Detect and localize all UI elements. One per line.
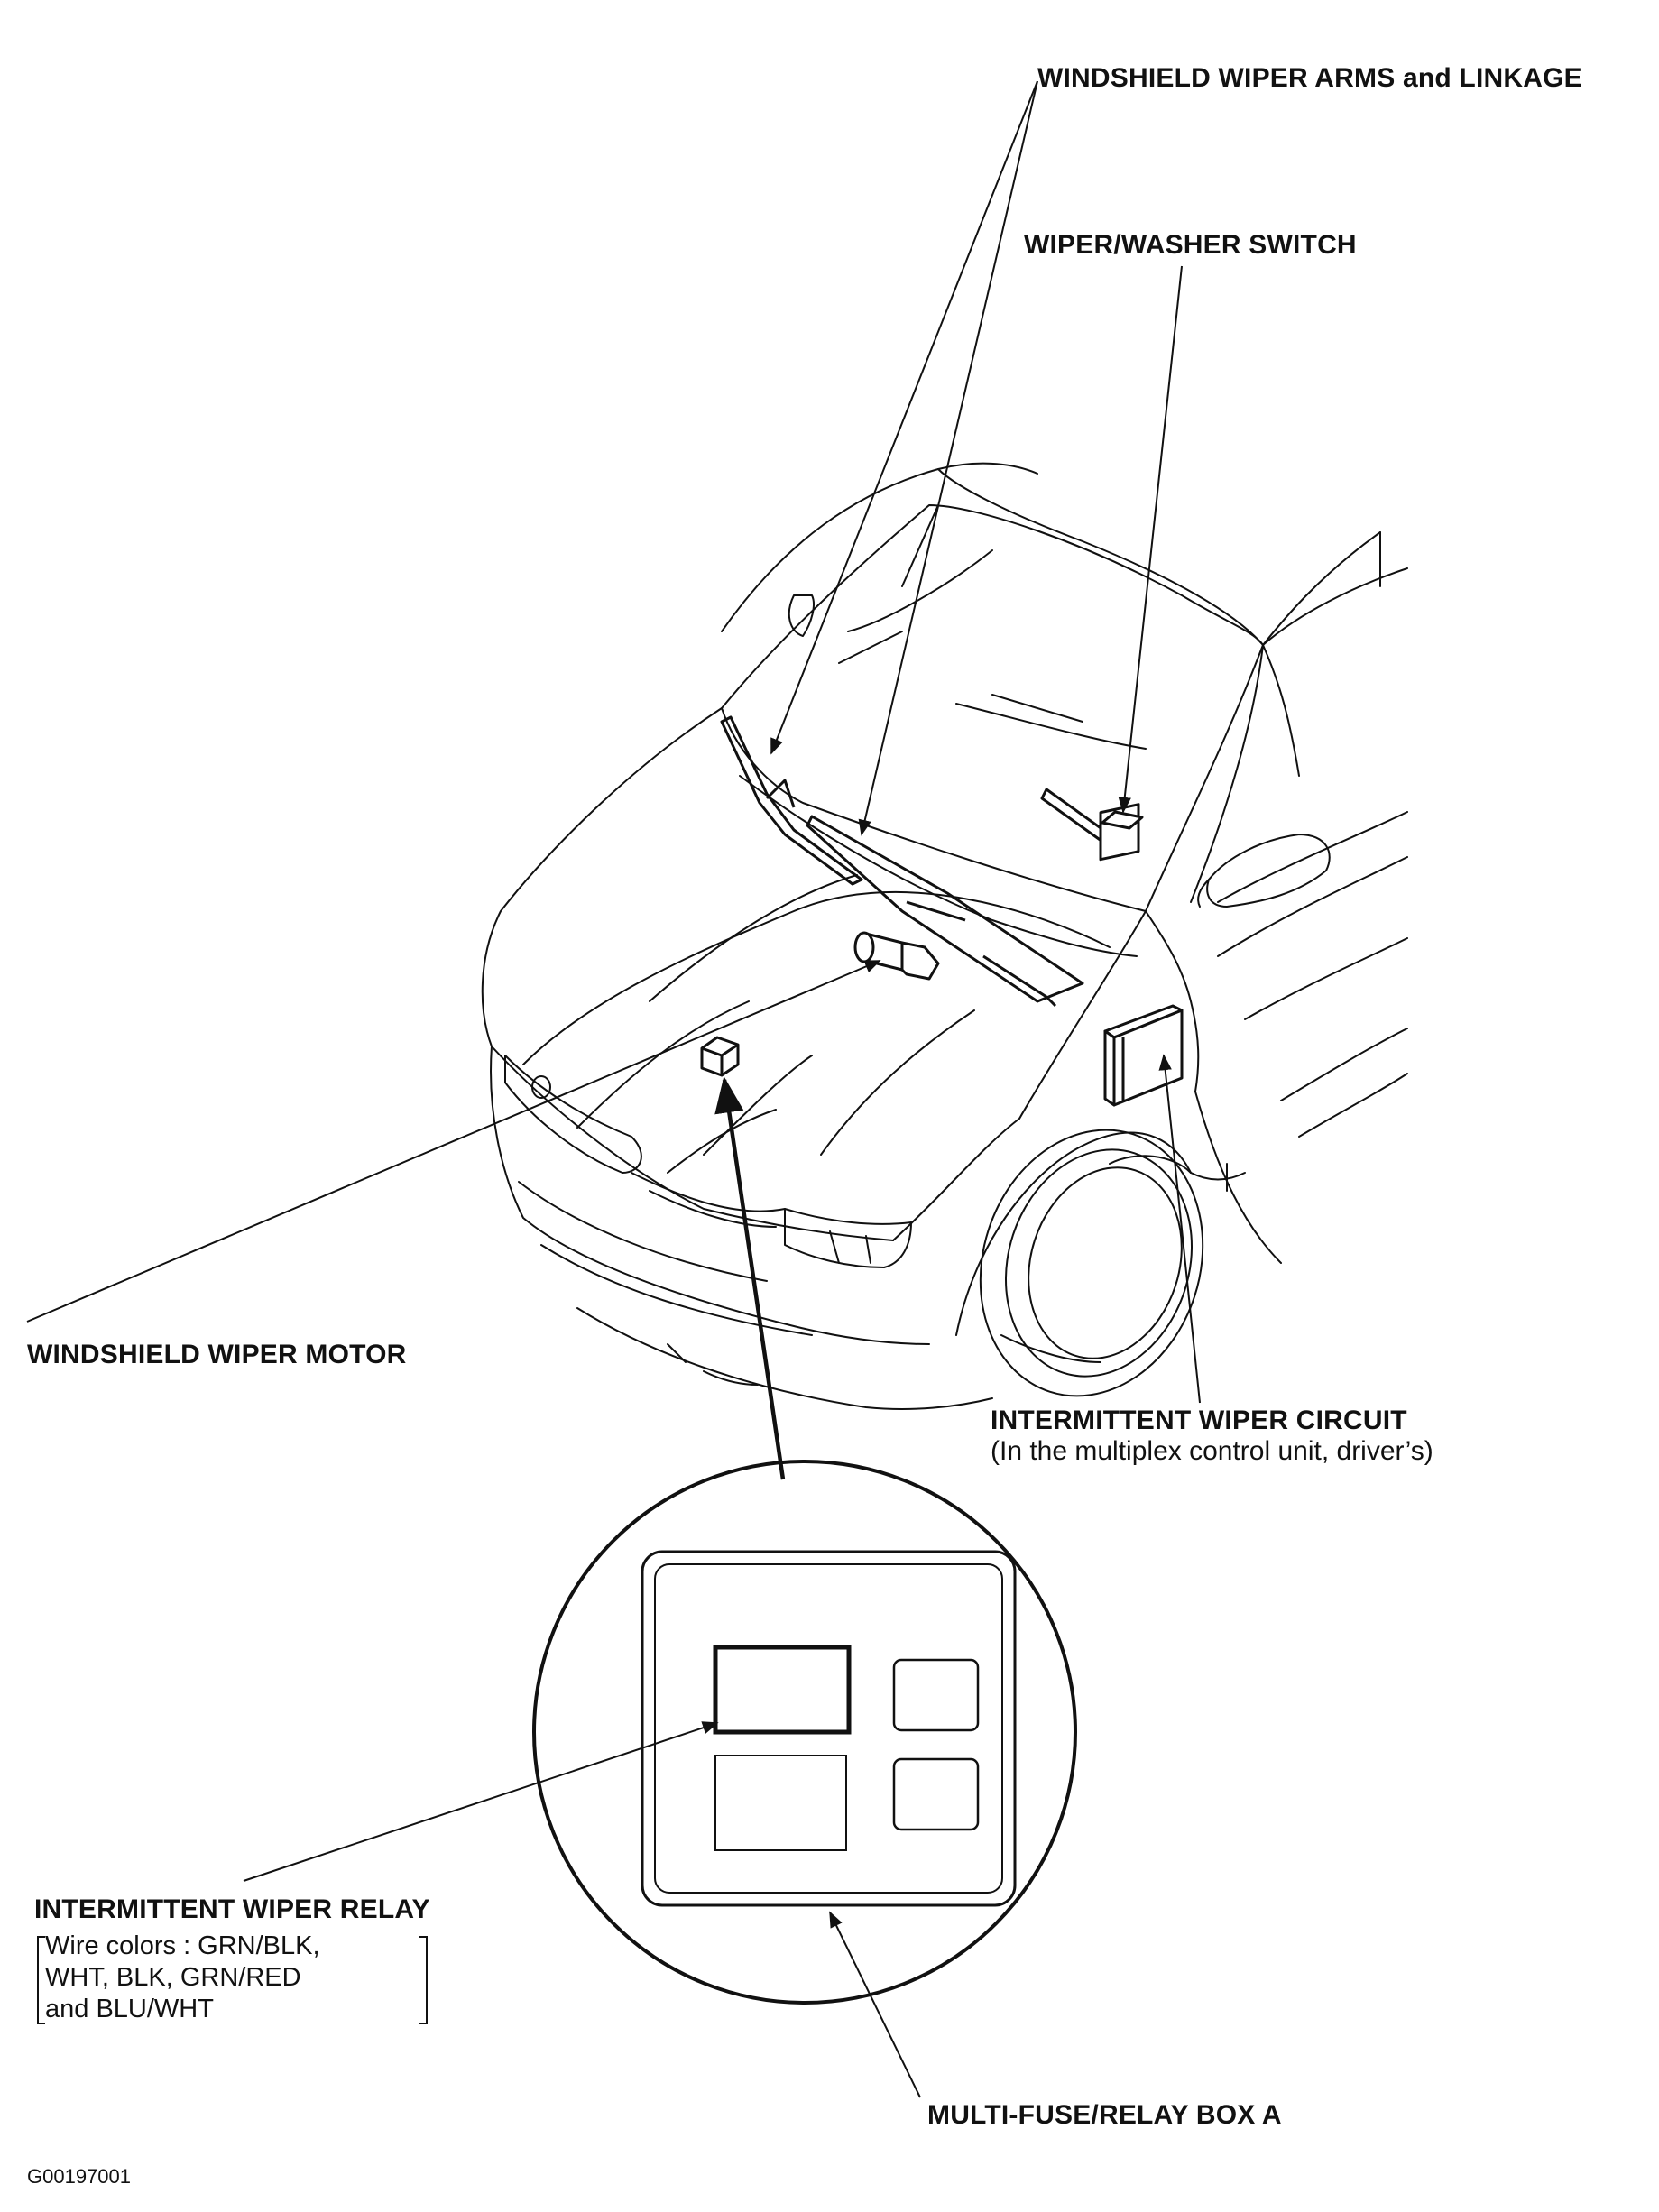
wiper-washer-switch (1040, 788, 1144, 862)
figure-code: G00197001 (27, 2165, 131, 2188)
windshield-wiper-motor (853, 931, 940, 981)
wiper-motor-label: WINDSHIELD WIPER MOTOR (27, 1340, 407, 1369)
relay-leader (243, 1721, 719, 1882)
wiper-arms-linkage (720, 715, 1084, 1008)
relay-wire-colors-3: and BLU/WHT (45, 1995, 214, 2023)
intermittent-wiper-relay (713, 1645, 852, 1735)
multiplex-control-unit (1103, 1004, 1184, 1107)
circuit-leader (1158, 1054, 1201, 1404)
relay-box-location (700, 1036, 740, 1077)
intermittent-circuit-label: INTERMITTENT WIPER CIRCUIT (991, 1406, 1407, 1435)
fuse-box-inset (532, 1460, 1077, 2005)
arms-leader-1 (770, 80, 1038, 755)
intermittent-relay-label: INTERMITTENT WIPER RELAY (34, 1894, 430, 1924)
car-outline (481, 462, 1408, 1410)
washer-switch-label: WIPER/WASHER SWITCH (1024, 230, 1357, 260)
fusebox-leader (829, 1911, 921, 2098)
arms-leader-2 (858, 80, 1038, 836)
leader-lines (26, 80, 1201, 2098)
wiper-arms-label: WINDSHIELD WIPER ARMS and LINKAGE (1037, 63, 1582, 93)
fusebox-location-leader (714, 1075, 786, 1480)
relay-wire-colors-2: WHT, BLK, GRN/RED (45, 1963, 301, 1992)
intermittent-circuit-note: (In the multiplex control unit, driver’s… (991, 1436, 1433, 1466)
relay-wire-colors-1: Wire colors : GRN/BLK, (45, 1931, 320, 1960)
note-brackets (37, 1936, 428, 2024)
motor-leader (26, 960, 881, 1323)
switch-leader (1118, 265, 1183, 814)
fuse-box-label: MULTI-FUSE/RELAY BOX A (927, 2100, 1282, 2130)
